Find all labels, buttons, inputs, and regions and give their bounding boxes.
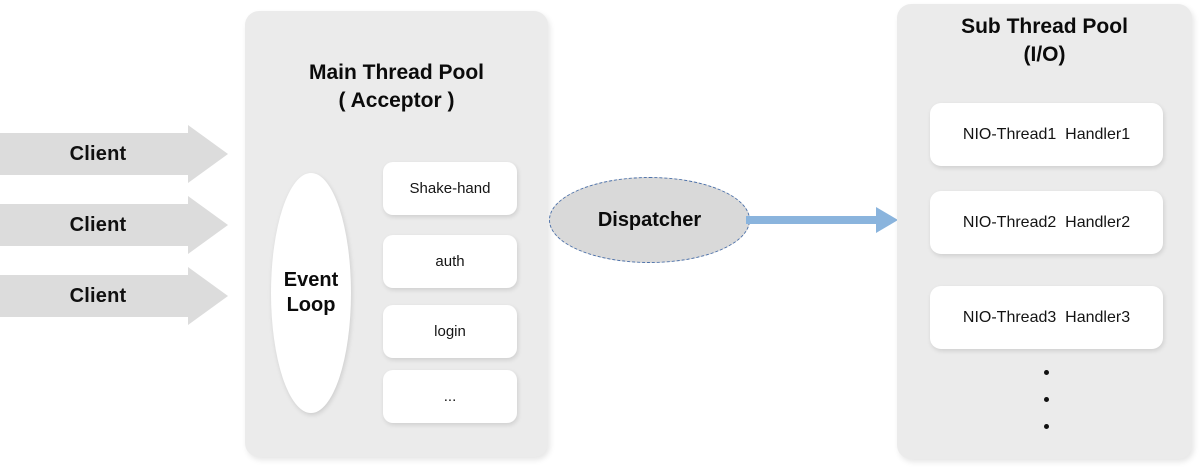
handler-box: NIO-Thread1 Handler1 [930,103,1163,166]
vertical-ellipsis-icon [1030,370,1062,429]
stage-box-shake-hand: Shake-hand [383,162,517,215]
stage-box-more: ... [383,370,517,423]
client-label: Client [69,284,127,307]
handler-box: NIO-Thread2 Handler2 [930,191,1163,254]
dispatcher-node: Dispatcher [549,177,750,263]
handler-box: NIO-Thread3 Handler3 [930,286,1163,349]
client-label: Client [69,142,127,165]
event-loop-label: Event Loop [283,269,339,316]
main-thread-pool-title: Main Thread Pool ( Acceptor ) [308,61,484,112]
client-arrow: Client [0,196,228,254]
stage-box-login: login [383,305,517,358]
client-label: Client [69,213,127,236]
dispatcher-label: Dispatcher [597,208,702,231]
stage-box-auth: auth [383,235,517,288]
client-arrow: Client [0,267,228,325]
ellipsis-dot [1043,397,1049,402]
sub-thread-pool-title: Sub Thread Pool (I/O) [961,15,1128,66]
arrow-shape-icon [0,267,228,325]
ellipsis-dot [1043,424,1049,429]
dispatch-flow-arrow-icon [746,203,898,237]
ellipsis-dot [1043,370,1049,375]
arrow-shape-icon [0,125,228,183]
client-arrow: Client [0,125,228,183]
event-loop-node: Event Loop [271,173,351,413]
arrow-shape-icon [0,196,228,254]
